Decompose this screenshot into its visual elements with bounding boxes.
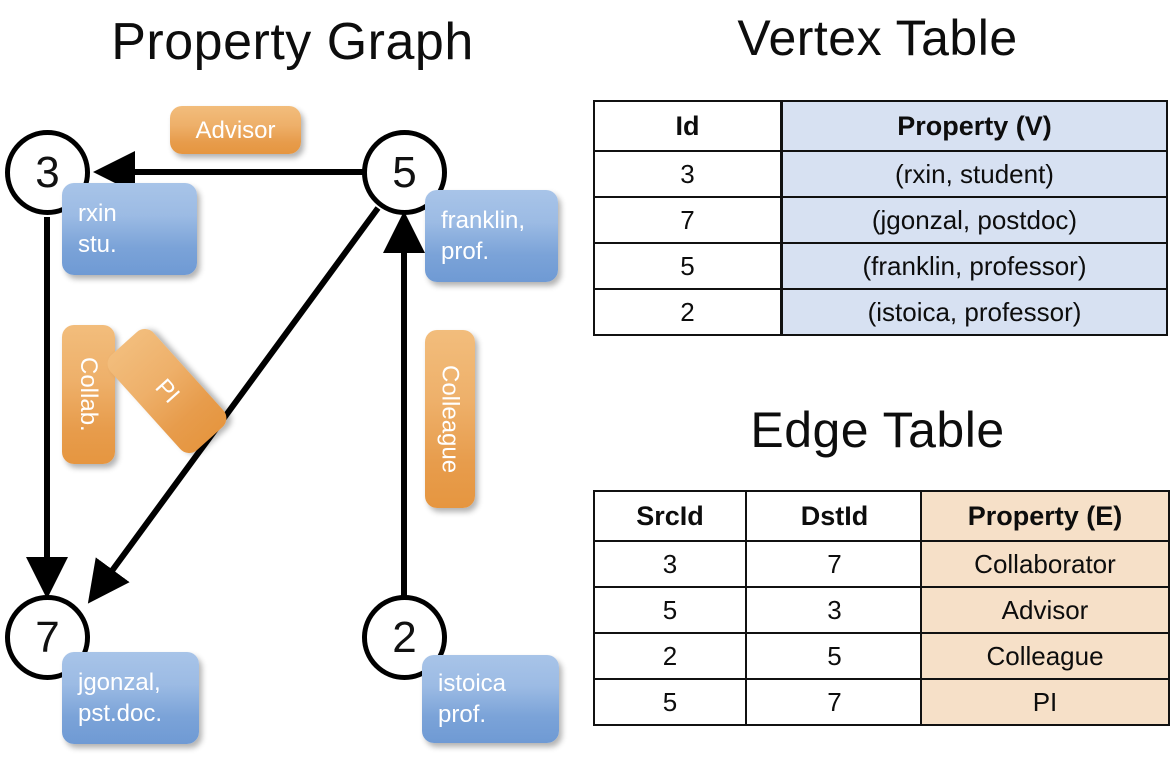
edge-property-cell: Colleague	[920, 632, 1170, 680]
edge-table-header-dstid: DstId	[745, 490, 924, 542]
vertex-property-cell: (istoica, professor)	[781, 288, 1168, 336]
table-row[interactable]: Colleague	[920, 632, 1170, 680]
vertex-property-box-franklin[interactable]: franklin, prof.	[425, 190, 558, 282]
edge-property-cell: PI	[920, 678, 1170, 726]
table-row[interactable]: (jgonzal, postdoc)	[781, 196, 1168, 244]
vertex-id-cell: 3	[593, 150, 782, 198]
table-row[interactable]: PI	[920, 678, 1170, 726]
vertex-property-line: franklin,	[441, 207, 526, 234]
edge-label-box-colleague[interactable]: Colleague	[425, 330, 475, 508]
edge-srcid-cell: 5	[593, 586, 747, 634]
vertex-property-box-rxin[interactable]: rxin stu.	[62, 183, 197, 275]
table-header-row: Property (V)	[781, 100, 1168, 152]
edge-table-header-srcid: SrcId	[593, 490, 747, 542]
vertex-property-line: istoica	[438, 670, 507, 697]
table-row[interactable]: 5	[593, 242, 782, 290]
edge-srcid-cell: 3	[593, 540, 747, 588]
vertex-property-box-istoica[interactable]: istoica prof.	[422, 655, 559, 743]
vertex-id-cell: 2	[593, 288, 782, 336]
edge-label-box-collab[interactable]: Collab.	[62, 325, 115, 464]
edge-table-title: Edge Table	[750, 402, 1005, 458]
table-row[interactable]: 2	[593, 288, 782, 336]
edge-label-text: Collab.	[75, 357, 102, 432]
table-row[interactable]: (franklin, professor)	[781, 242, 1168, 290]
vertex-table-id-column: Id 3 7 5 2	[593, 100, 782, 336]
vertex-property-line: prof.	[438, 701, 487, 728]
edge-dstid-cell: 7	[745, 678, 924, 726]
vertex-table-title: Vertex Table	[737, 10, 1018, 66]
table-row[interactable]: Advisor	[920, 586, 1170, 634]
edge-label-text: PI	[149, 373, 185, 409]
table-header-row: Property (E)	[920, 490, 1170, 542]
table-row[interactable]: 3 7	[593, 540, 924, 588]
table-row[interactable]: (rxin, student)	[781, 150, 1168, 198]
property-graph-title: Property Graph	[111, 13, 474, 71]
vertex-table-header-property: Property (V)	[781, 100, 1168, 152]
vertex-property-line: stu.	[78, 231, 117, 258]
edge-label-text: Colleague	[436, 364, 464, 474]
table-header-row: SrcId DstId	[593, 490, 924, 542]
table-row[interactable]: 3	[593, 150, 782, 198]
edge-table-id-columns: SrcId DstId 3 7 5 3 2 5 5 7	[593, 490, 924, 726]
edge-dstid-cell: 3	[745, 586, 924, 634]
vertex-table-header-id: Id	[593, 100, 782, 152]
edge-label-text: Advisor	[195, 116, 276, 144]
edge-property-cell: Advisor	[920, 586, 1170, 634]
edge-srcid-cell: 2	[593, 632, 747, 680]
edge-label-box-advisor[interactable]: Advisor	[170, 106, 301, 154]
edge-table-property-column: Property (E) Collaborator Advisor Collea…	[920, 490, 1170, 726]
table-row[interactable]: 5 7	[593, 678, 924, 726]
table-header-row: Id	[593, 100, 782, 152]
vertex-property-cell: (franklin, professor)	[781, 242, 1168, 290]
vertex-property-line: prof.	[441, 238, 490, 265]
vertex-property-cell: (rxin, student)	[781, 150, 1168, 198]
table-row[interactable]: 2 5	[593, 632, 924, 680]
edge-srcid-cell: 5	[593, 678, 747, 726]
vertex-property-line: jgonzal,	[78, 669, 161, 696]
edge-5-to-7	[87, 206, 381, 604]
edge-property-cell: Collaborator	[920, 540, 1170, 588]
property-graph-diagram: 3 5 7 2 rxin stu. franklin, prof. jgonza…	[5, 106, 559, 744]
vertex-table-property-column: Property (V) (rxin, student) (jgonzal, p…	[781, 100, 1168, 336]
edge-dstid-cell: 7	[745, 540, 924, 588]
graph-node-5[interactable]: 5	[362, 130, 447, 215]
table-row[interactable]: 5 3	[593, 586, 924, 634]
edge-dstid-cell: 5	[745, 632, 924, 680]
graph-node-2[interactable]: 2	[362, 595, 447, 680]
table-row[interactable]: 7	[593, 196, 782, 244]
graph-edges-layer	[26, 151, 425, 604]
vertex-property-line: rxin	[78, 200, 117, 227]
vertex-id-cell: 5	[593, 242, 782, 290]
table-row[interactable]: Collaborator	[920, 540, 1170, 588]
edge-table-header-property: Property (E)	[920, 490, 1170, 542]
vertex-property-box-jgonzal[interactable]: jgonzal, pst.doc.	[62, 652, 199, 744]
vertex-property-cell: (jgonzal, postdoc)	[781, 196, 1168, 244]
vertex-property-line: pst.doc.	[78, 700, 163, 727]
table-row[interactable]: (istoica, professor)	[781, 288, 1168, 336]
vertex-id-cell: 7	[593, 196, 782, 244]
